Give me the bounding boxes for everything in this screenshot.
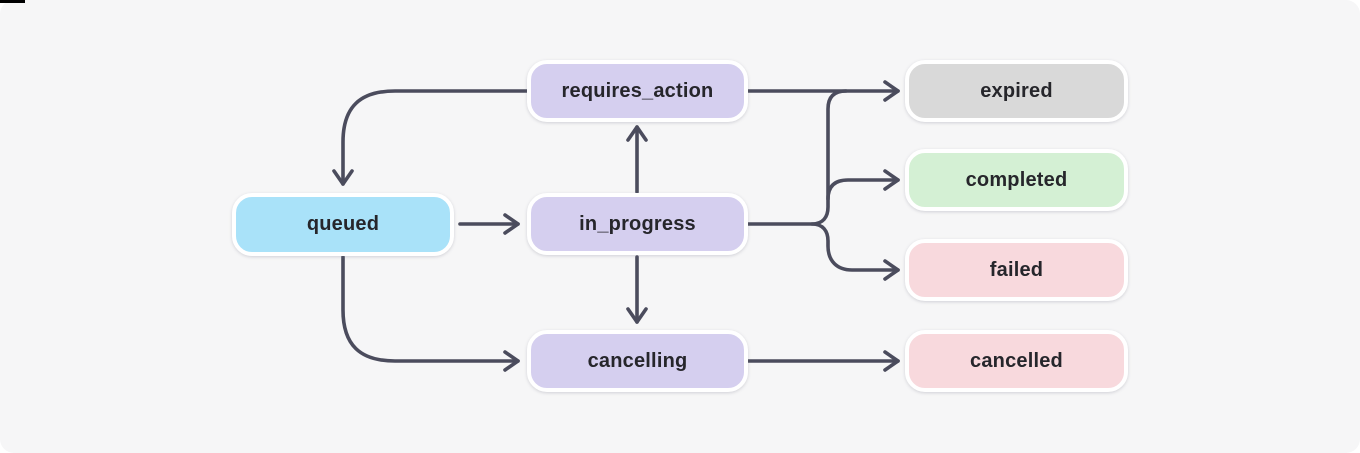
state-node-requires-action: requires_action: [527, 60, 748, 122]
state-node-failed: failed: [905, 239, 1128, 301]
state-label-cancelled: cancelled: [970, 349, 1063, 372]
state-node-completed: completed: [905, 149, 1128, 211]
edge-in_progress-failed: [810, 222, 900, 281]
state-node-in-progress: in_progress: [527, 193, 748, 255]
state-label-in-progress: in_progress: [579, 212, 696, 235]
state-node-cancelled: cancelled: [905, 330, 1128, 392]
screenshot-artifact-bar: [0, 0, 25, 3]
edge-queued-cancelling: [341, 255, 520, 372]
edge-in_progress-completed: [826, 169, 900, 201]
state-label-queued: queued: [306, 213, 380, 235]
state-label-expired: expired: [980, 79, 1053, 102]
edge-in_progress-expired: [746, 89, 848, 226]
state-node-queued: queued: [232, 193, 454, 256]
state-label-cancelling: cancelling: [587, 349, 688, 372]
state-label-completed: completed: [965, 168, 1068, 191]
state-node-expired: expired: [905, 60, 1128, 122]
edge-requires_action-queued: [332, 89, 529, 186]
state-label-requires-action: requires_action: [561, 79, 714, 102]
state-label-failed: failed: [989, 258, 1044, 281]
state-node-cancelling: cancelling: [527, 330, 748, 392]
